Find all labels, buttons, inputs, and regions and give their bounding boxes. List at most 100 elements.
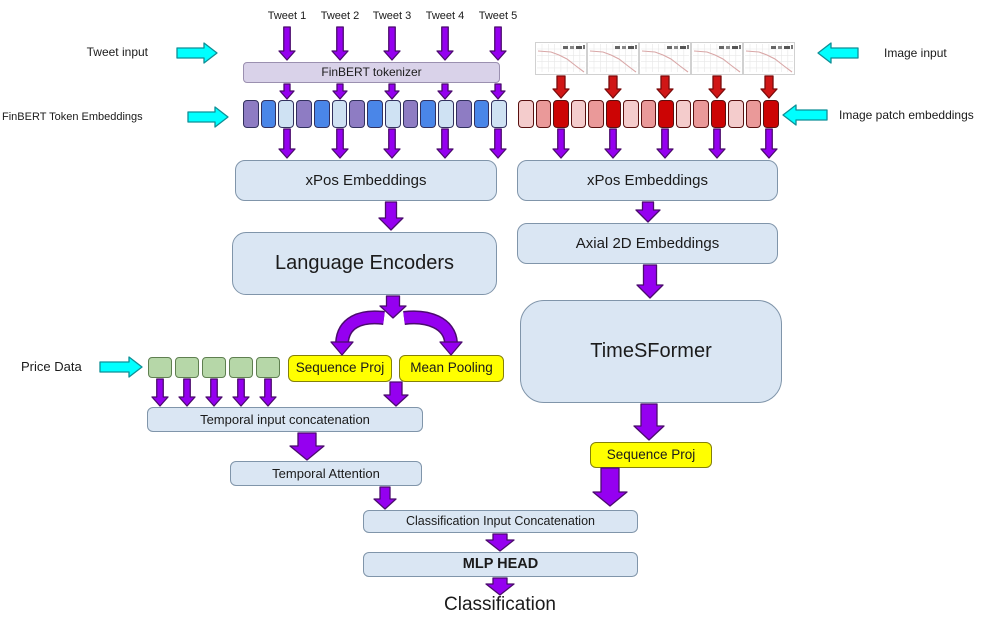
xpos-embeddings-left-box: xPos Embeddings	[235, 160, 497, 201]
arrow-patches-to-xpos-4	[708, 128, 726, 159]
price-data-arrow-icon	[99, 356, 143, 378]
image-patch-cell	[640, 100, 657, 128]
finbert-token-embeddings-label: FinBERT Token Embeddings	[2, 111, 143, 123]
image-patch-embeddings-label: Image patch embeddings	[839, 108, 974, 122]
axial-2d-embeddings-box: Axial 2D Embeddings	[517, 223, 778, 264]
token-embedding-cell	[420, 100, 437, 128]
arrow-tokens-to-xpos-1	[278, 128, 296, 159]
arrow-class-concat-to-mlp	[485, 533, 515, 552]
language-encoders-box: Language Encoders	[232, 232, 497, 295]
classification-input-concatenation-box: Classification Input Concatenation	[363, 510, 638, 533]
tweet-input-arrow-icon	[176, 42, 218, 64]
arrow-image-to-patches-4	[708, 75, 726, 99]
image-patch-cell	[763, 100, 779, 128]
image-patch-cell	[553, 100, 569, 128]
sequence-proj-right-box: Sequence Proj	[590, 442, 712, 468]
temporal-input-concatenation-box: Temporal input concatenation	[147, 407, 423, 432]
classification-output-label: Classification	[444, 594, 556, 615]
image-input-label: Image input	[884, 46, 947, 60]
arrow-tokenizer-to-tokens-2	[332, 83, 348, 100]
arrow-tokens-to-xpos-3	[383, 128, 401, 159]
price-data-cell	[256, 357, 280, 378]
arrow-patches-to-xpos-2	[604, 128, 622, 159]
token-embedding-cell	[331, 100, 348, 128]
price-chart-thumbnail-icon	[691, 42, 743, 75]
token-embedding-cell	[491, 100, 508, 128]
image-patch-cell	[605, 100, 622, 128]
arrow-tokens-to-xpos-2	[331, 128, 349, 159]
mean-pooling-box: Mean Pooling	[399, 355, 504, 382]
image-patch-cell	[518, 100, 534, 128]
arrow-image-to-patches-2	[604, 75, 622, 99]
arrow-tokenizer-to-tokens-3	[384, 83, 400, 100]
token-embedding-cell	[384, 100, 401, 128]
price-data-label: Price Data	[21, 359, 82, 374]
arrow-tokenizer-to-tokens-4	[437, 83, 453, 100]
arrow-image-to-patches-3	[656, 75, 674, 99]
curved-arrow-to-sequence-proj	[336, 311, 385, 344]
token-embedding-cell	[296, 100, 312, 128]
sequence-proj-left-box: Sequence Proj	[288, 355, 392, 382]
image-patch-cell	[710, 100, 727, 128]
image-patch-cell	[728, 100, 744, 128]
token-embedding-cell	[260, 100, 277, 128]
tweet-input-label: Tweet input	[86, 45, 148, 59]
arrow-price-to-concat-5	[259, 378, 277, 407]
image-patch-cell	[623, 100, 639, 128]
token-embedding-cell	[349, 100, 366, 128]
tweet-label: Tweet 2	[320, 10, 360, 22]
token-embedding-cell	[313, 100, 330, 128]
curved-arrow-to-mean-pooling	[403, 311, 457, 344]
arrow-timesformer-to-seqproj	[633, 403, 665, 441]
image-input-arrow-icon	[817, 42, 859, 64]
finbert-token-embeddings-arrow-icon	[187, 106, 229, 128]
arrow-patches-to-xpos-5	[760, 128, 778, 159]
arrow-patches-to-xpos-1	[552, 128, 570, 159]
arrow-image-to-patches-5	[760, 75, 778, 99]
arrow-pooling-to-temporal-concat	[383, 381, 409, 407]
price-data-row	[148, 357, 280, 378]
arrow-xpos-to-axial	[635, 201, 661, 223]
finbert-token-embeddings-row	[243, 100, 508, 128]
arrow-tweet-to-tokenizer-4	[436, 26, 454, 61]
image-patch-cell	[675, 100, 692, 128]
image-patch-cell	[693, 100, 709, 128]
token-embedding-cell	[438, 100, 454, 128]
price-data-cell	[148, 357, 172, 378]
arrow-price-to-concat-4	[232, 378, 250, 407]
tweet-label: Tweet 5	[478, 10, 518, 22]
arrow-tokenizer-to-tokens-1	[279, 83, 295, 100]
image-patch-cell	[588, 100, 604, 128]
token-embedding-cell	[473, 100, 490, 128]
arrow-image-to-patches-1	[552, 75, 570, 99]
token-embedding-cell	[402, 100, 419, 128]
price-chart-thumbnail-icon	[639, 42, 691, 75]
price-data-cell	[229, 357, 253, 378]
price-chart-thumbnail-icon	[743, 42, 795, 75]
token-embedding-cell	[455, 100, 472, 128]
finbert-tokenizer-box: FinBERT tokenizer	[243, 62, 500, 83]
arrow-price-to-concat-1	[151, 378, 169, 407]
image-patch-cell	[745, 100, 762, 128]
xpos-embeddings-right-box: xPos Embeddings	[517, 160, 778, 201]
arrow-seqproj-to-class-concat	[592, 467, 628, 507]
arrow-tokenizer-to-tokens-5	[490, 83, 506, 100]
timesformer-box: TimeSFormer	[520, 300, 782, 403]
curved-arrow-to-sequence-proj-head	[330, 341, 354, 356]
image-patch-cell	[658, 100, 674, 128]
tweet-label: Tweet 1	[267, 10, 307, 22]
tweet-label: Tweet 3	[372, 10, 412, 22]
image-patch-cell	[535, 100, 552, 128]
curved-arrow-to-mean-pooling-head	[439, 341, 463, 356]
arrow-tweet-to-tokenizer-1	[278, 26, 296, 61]
arrow-tweet-to-tokenizer-5	[489, 26, 507, 61]
token-embedding-cell	[243, 100, 259, 128]
arrow-axial-to-timesformer	[636, 264, 664, 299]
tweet-label: Tweet 4	[425, 10, 465, 22]
arrow-xpos-to-language-encoders	[378, 201, 404, 231]
arrow-language-encoders-out	[379, 295, 407, 319]
token-embedding-cell	[367, 100, 383, 128]
arrow-price-to-concat-2	[178, 378, 196, 407]
